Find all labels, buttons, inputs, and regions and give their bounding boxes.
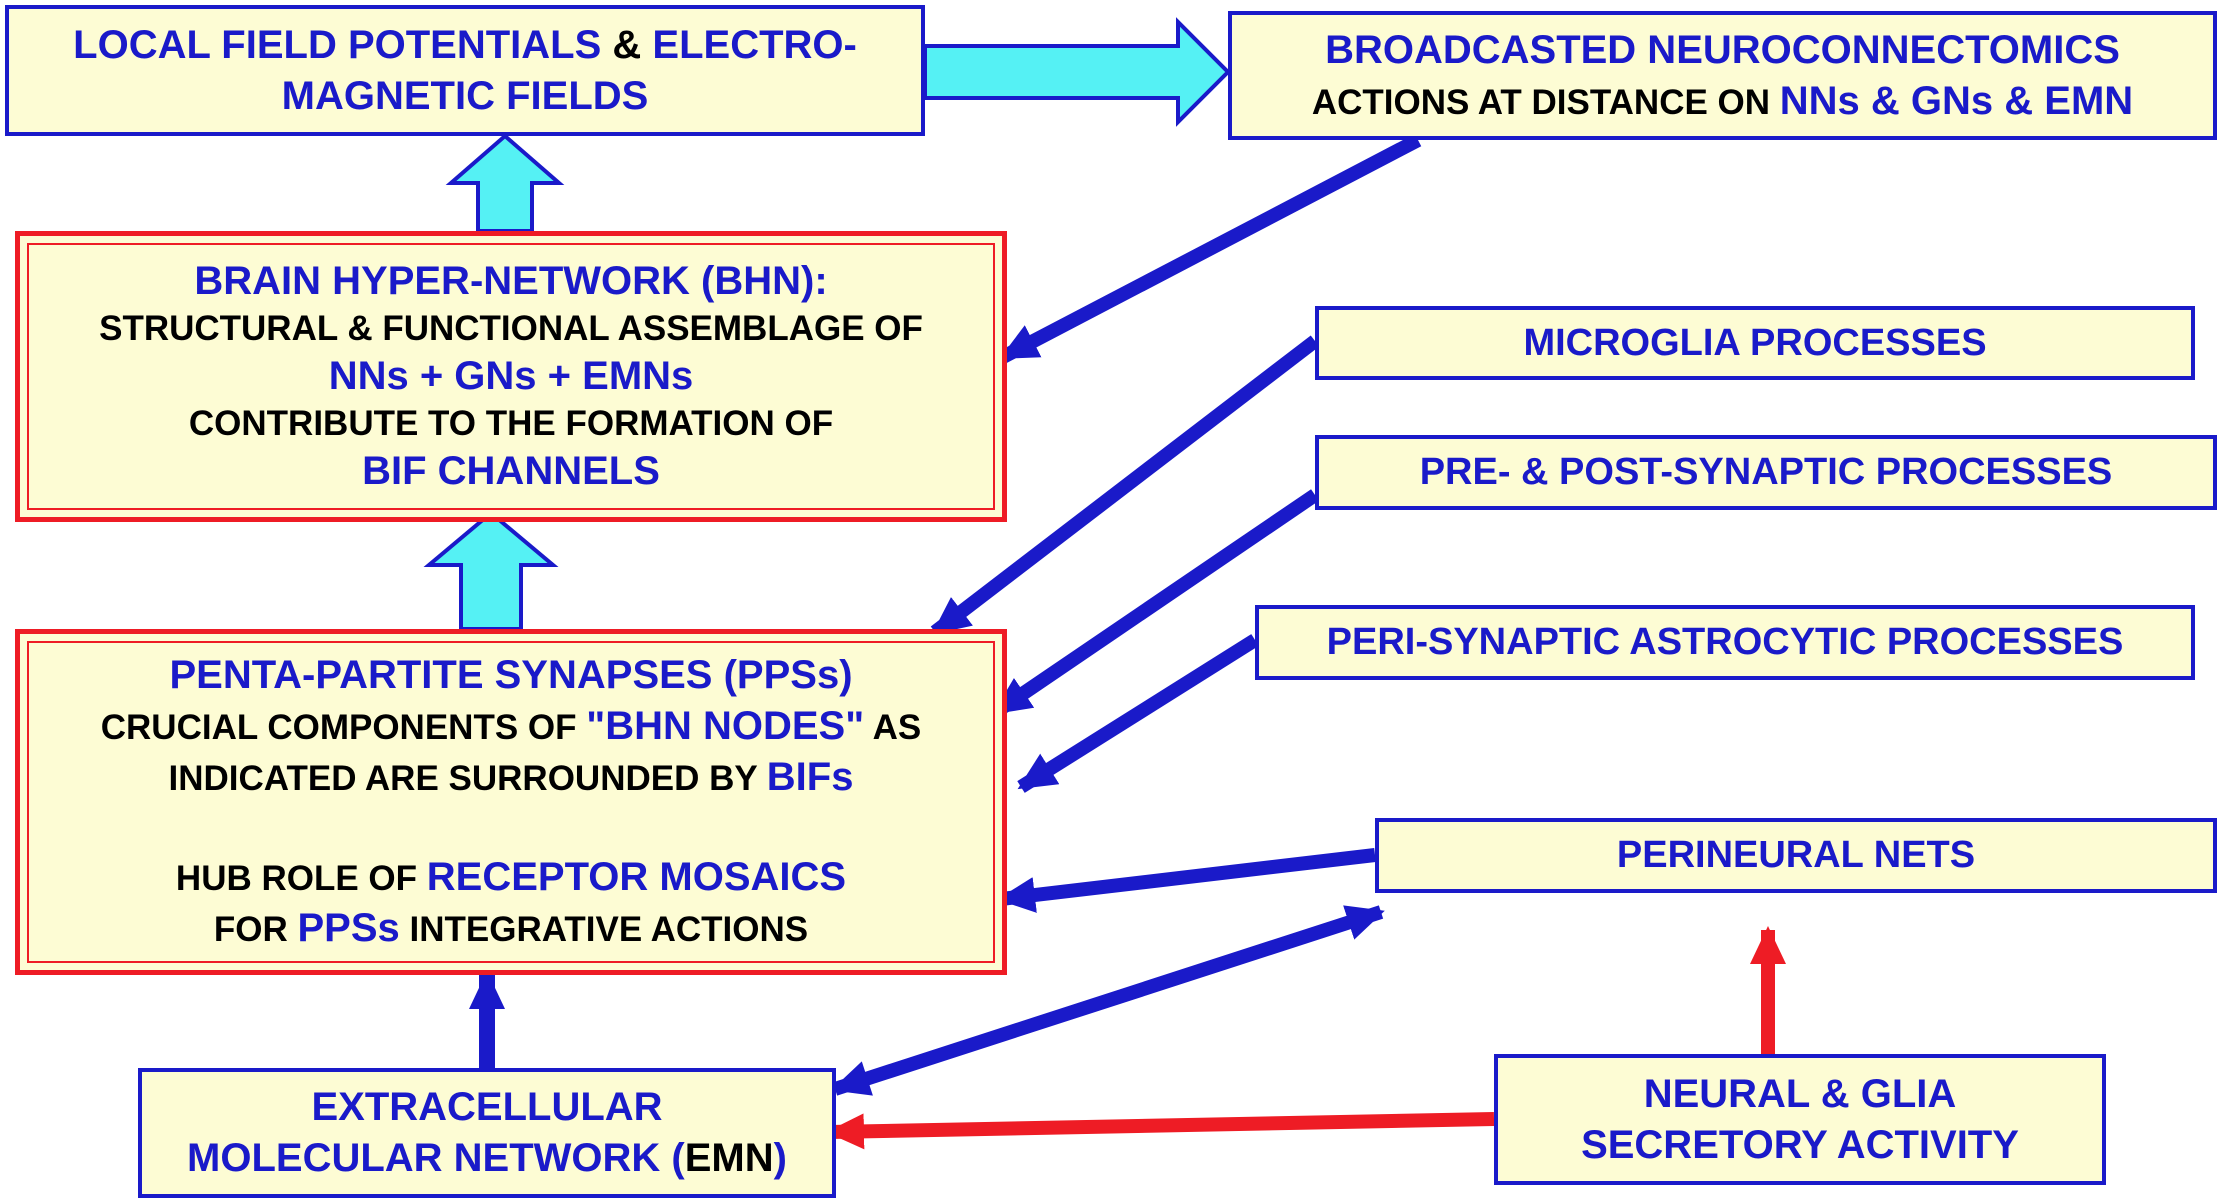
lfp-line-2: MAGNETIC FIELDS — [281, 73, 649, 118]
emn-text-2a: MOLECULAR NETWORK ( — [187, 1136, 685, 1180]
astro-label: PERI-SYNAPTIC ASTROCYTIC PROCESSES — [1326, 621, 2124, 664]
arrow-secretory-to-emn — [826, 1112, 1495, 1150]
cyan-arrow-bhn-to-lfp — [445, 133, 565, 233]
broadcast-line-2: ACTIONS AT DISTANCE ON NNs & GNs & EMN — [1312, 76, 2133, 127]
cyan-arrow-lfp-to-broadcast — [923, 17, 1231, 127]
pps-text-4b: RECEPTOR MOSAICS — [426, 855, 847, 900]
pps-text-4a: HUB ROLE OF — [175, 859, 427, 899]
broadcasted-neuroconnectomics-box: BROADCASTED NEUROCONNECTOMICS ACTIONS AT… — [1228, 11, 2217, 140]
astrocytic-processes-box: PERI-SYNAPTIC ASTROCYTIC PROCESSES — [1255, 605, 2195, 680]
perineural-nets-box: PERINEURAL NETS — [1375, 818, 2217, 893]
pps-text-2b: "BHN NODES" — [586, 703, 865, 748]
synaptic-processes-box: PRE- & POST-SYNAPTIC PROCESSES — [1315, 435, 2217, 510]
pps-text-5c: INTEGRATIVE ACTIONS — [399, 910, 809, 950]
pps-line-3: INDICATED ARE SURROUNDED BY BIFs — [169, 752, 854, 803]
lfp-text-1b: & — [601, 22, 653, 67]
bhn-line-3: NNs + GNs + EMNs — [328, 354, 694, 399]
emn-text-2c: ) — [773, 1136, 787, 1180]
cyan-arrow-pps-to-bhn — [423, 510, 559, 631]
extracellular-molecular-network-box: EXTRACELLULAR MOLECULAR NETWORK (EMN) — [138, 1068, 836, 1198]
pps-text-2a: CRUCIAL COMPONENTS OF — [100, 707, 587, 747]
broadcast-text-2b: NNs & GNs & EMN — [1779, 78, 2134, 123]
bhn-line-1: BRAIN HYPER-NETWORK (BHN): — [194, 258, 828, 303]
pps-text-5b: PPSs — [297, 906, 400, 951]
microglia-processes-box: MICROGLIA PROCESSES — [1315, 306, 2195, 380]
synaptic-label: PRE- & POST-SYNAPTIC PROCESSES — [1419, 451, 2113, 494]
arrow-synaptic-to-pps — [992, 489, 1319, 718]
pps-text-5a: FOR — [213, 910, 298, 950]
pps-text-3b: BIFs — [766, 754, 854, 799]
penta-partite-synapses-box: PENTA-PARTITE SYNAPSES (PPSs) CRUCIAL CO… — [15, 629, 1007, 975]
bhn-line-5: BIF CHANNELS — [362, 449, 660, 494]
arrow-microglia-to-pps — [930, 335, 1320, 638]
arrow-perineural-to-pps — [997, 848, 1376, 913]
secretory-line-2: SECRETORY ACTIVITY — [1581, 1122, 2019, 1167]
local-field-potentials-box: LOCAL FIELD POTENTIALS & ELECTRO- MAGNET… — [5, 5, 925, 136]
pps-line-5: FOR PPSs INTEGRATIVE ACTIONS — [214, 903, 808, 954]
microglia-label: MICROGLIA PROCESSES — [1523, 321, 1987, 364]
bhn-line-4: CONTRIBUTE TO THE FORMATION OF — [188, 403, 834, 443]
arrow-broadcast-to-bhn — [999, 133, 1422, 364]
broadcast-text-2a: ACTIONS AT DISTANCE ON — [1311, 82, 1780, 122]
arrow-emn-perineural-bidirectional — [831, 905, 1385, 1096]
pps-line-4: HUB ROLE OF RECEPTOR MOSAICS — [176, 852, 846, 903]
secretory-line-1: NEURAL & GLIA — [1643, 1071, 1957, 1116]
pps-line-1: PENTA-PARTITE SYNAPSES (PPSs) — [169, 653, 853, 697]
broadcast-line-1: BROADCASTED NEUROCONNECTOMICS — [1325, 27, 2120, 72]
emn-text-2b: EMN — [684, 1136, 774, 1180]
emn-line-1: EXTRACELLULAR — [311, 1085, 663, 1130]
lfp-text-1a: LOCAL FIELD POTENTIALS — [73, 22, 602, 67]
arrow-astro-to-pps — [1017, 634, 1259, 793]
pps-text-3a: INDICATED ARE SURROUNDED BY — [168, 758, 767, 798]
brain-hyper-network-box: BRAIN HYPER-NETWORK (BHN): STRUCTURAL & … — [15, 231, 1007, 522]
bhn-line-2: STRUCTURAL & FUNCTIONAL ASSEMBLAGE OF — [99, 308, 923, 348]
lfp-text-1c: ELECTRO- — [652, 22, 857, 67]
pps-line-2: CRUCIAL COMPONENTS OF "BHN NODES" AS — [101, 701, 921, 752]
lfp-line-1: LOCAL FIELD POTENTIALS & ELECTRO- — [73, 20, 857, 71]
perineural-label: PERINEURAL NETS — [1616, 834, 1976, 877]
pps-text-2c: AS — [864, 707, 922, 747]
secretory-activity-box: NEURAL & GLIA SECRETORY ACTIVITY — [1494, 1054, 2106, 1185]
emn-line-2: MOLECULAR NETWORK (EMN) — [187, 1133, 787, 1184]
